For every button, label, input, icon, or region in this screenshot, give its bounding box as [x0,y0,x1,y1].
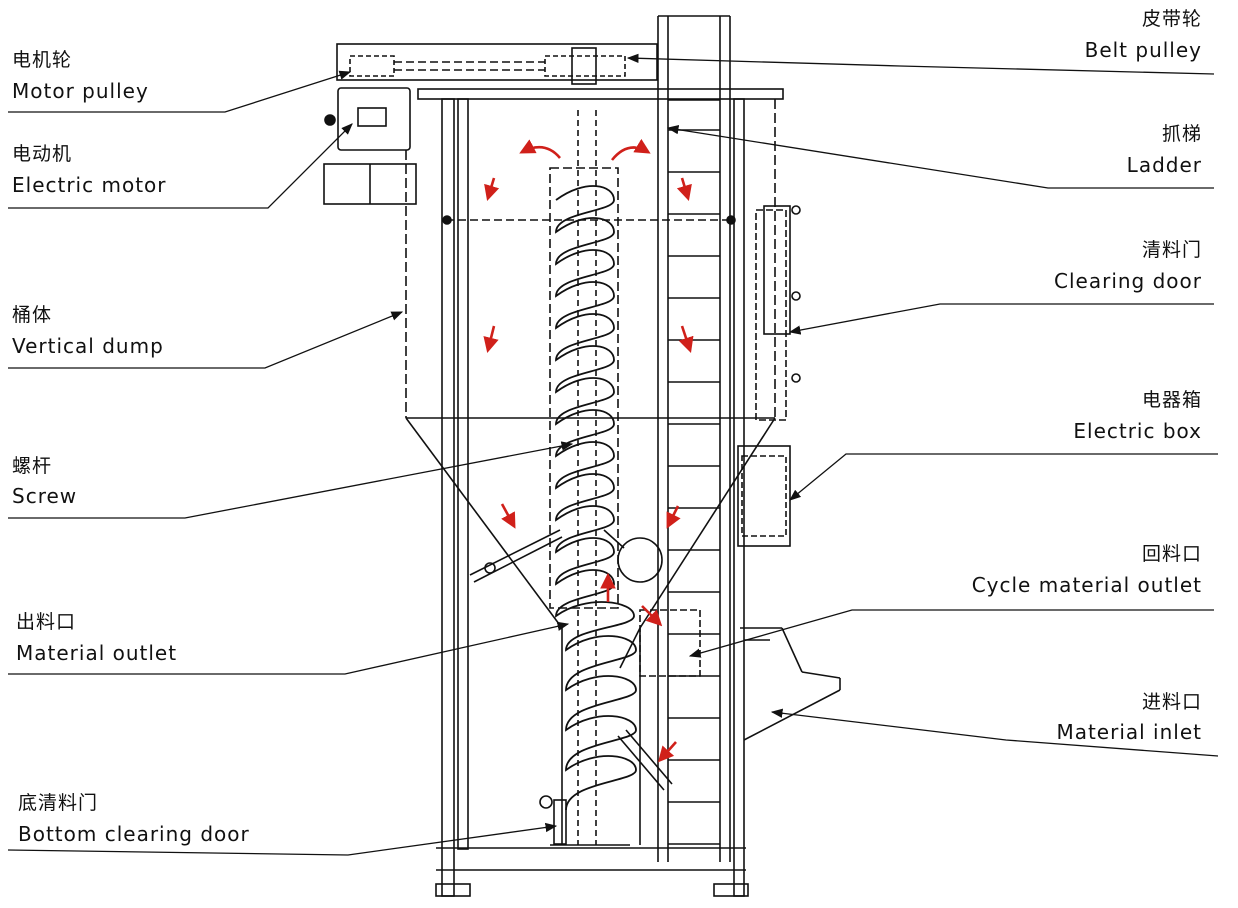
label-clearing-door-en: Clearing door [1054,269,1202,293]
leader-motor-pulley [8,70,352,113]
label-belt-pulley-zh: 皮带轮 [1141,8,1202,30]
leader-material-inlet [770,708,1219,757]
leader-screw [8,441,574,519]
label-motor-pulley-zh: 电机轮 [12,49,73,71]
label-electric-motor-zh: 电动机 [12,143,73,165]
clearing-door-panel [755,209,787,421]
label-clearing-door-zh: 清料门 [1141,239,1202,261]
label-material-outlet-en: Material outlet [16,641,178,665]
label-electric-box-en: Electric box [1073,419,1202,443]
leader-belt-pulley [626,53,1215,75]
label-vertical-dump-en: Vertical dump [12,334,164,358]
label-cycle-material-outlet-zh: 回料口 [1141,543,1202,565]
flow-arrows [483,138,694,763]
belt-cover [336,43,658,81]
label-motor-pulley-en: Motor pulley [12,79,149,103]
leader-electric-motor [8,123,353,209]
label-ladder-en: Ladder [1126,153,1202,177]
screw-helix [555,185,637,811]
label-cycle-material-outlet-en: Cycle material outlet [971,573,1202,597]
label-screw-zh: 螺杆 [12,455,53,477]
label-screw-en: Screw [12,484,78,508]
leader-bottom-clearing-door [7,822,558,856]
leader-vertical-dump [8,311,404,369]
leader-clearing-door [788,303,1214,335]
label-material-inlet-en: Material inlet [1056,720,1202,744]
electric-motor-body [337,87,411,151]
leader-cycle-material-outlet [688,609,1214,658]
label-belt-pulley-en: Belt pulley [1084,38,1202,62]
leader-ladder [666,125,1214,189]
ladder-rungs [668,99,720,845]
label-electric-motor-en: Electric motor [12,173,167,197]
label-bottom-clearing-door-zh: 底清料门 [18,792,99,814]
leader-material-outlet [8,621,570,675]
label-ladder-zh: 抓梯 [1161,123,1202,145]
electric-box-panel [737,445,791,547]
label-electric-box-zh: 电器箱 [1141,389,1202,411]
label-material-inlet-zh: 进料口 [1141,691,1202,713]
leader-electric-box [789,453,1218,501]
label-material-outlet-zh: 出料口 [16,611,77,633]
label-vertical-dump-zh: 桶体 [12,304,53,326]
label-bottom-clearing-door-en: Bottom clearing door [18,822,250,846]
